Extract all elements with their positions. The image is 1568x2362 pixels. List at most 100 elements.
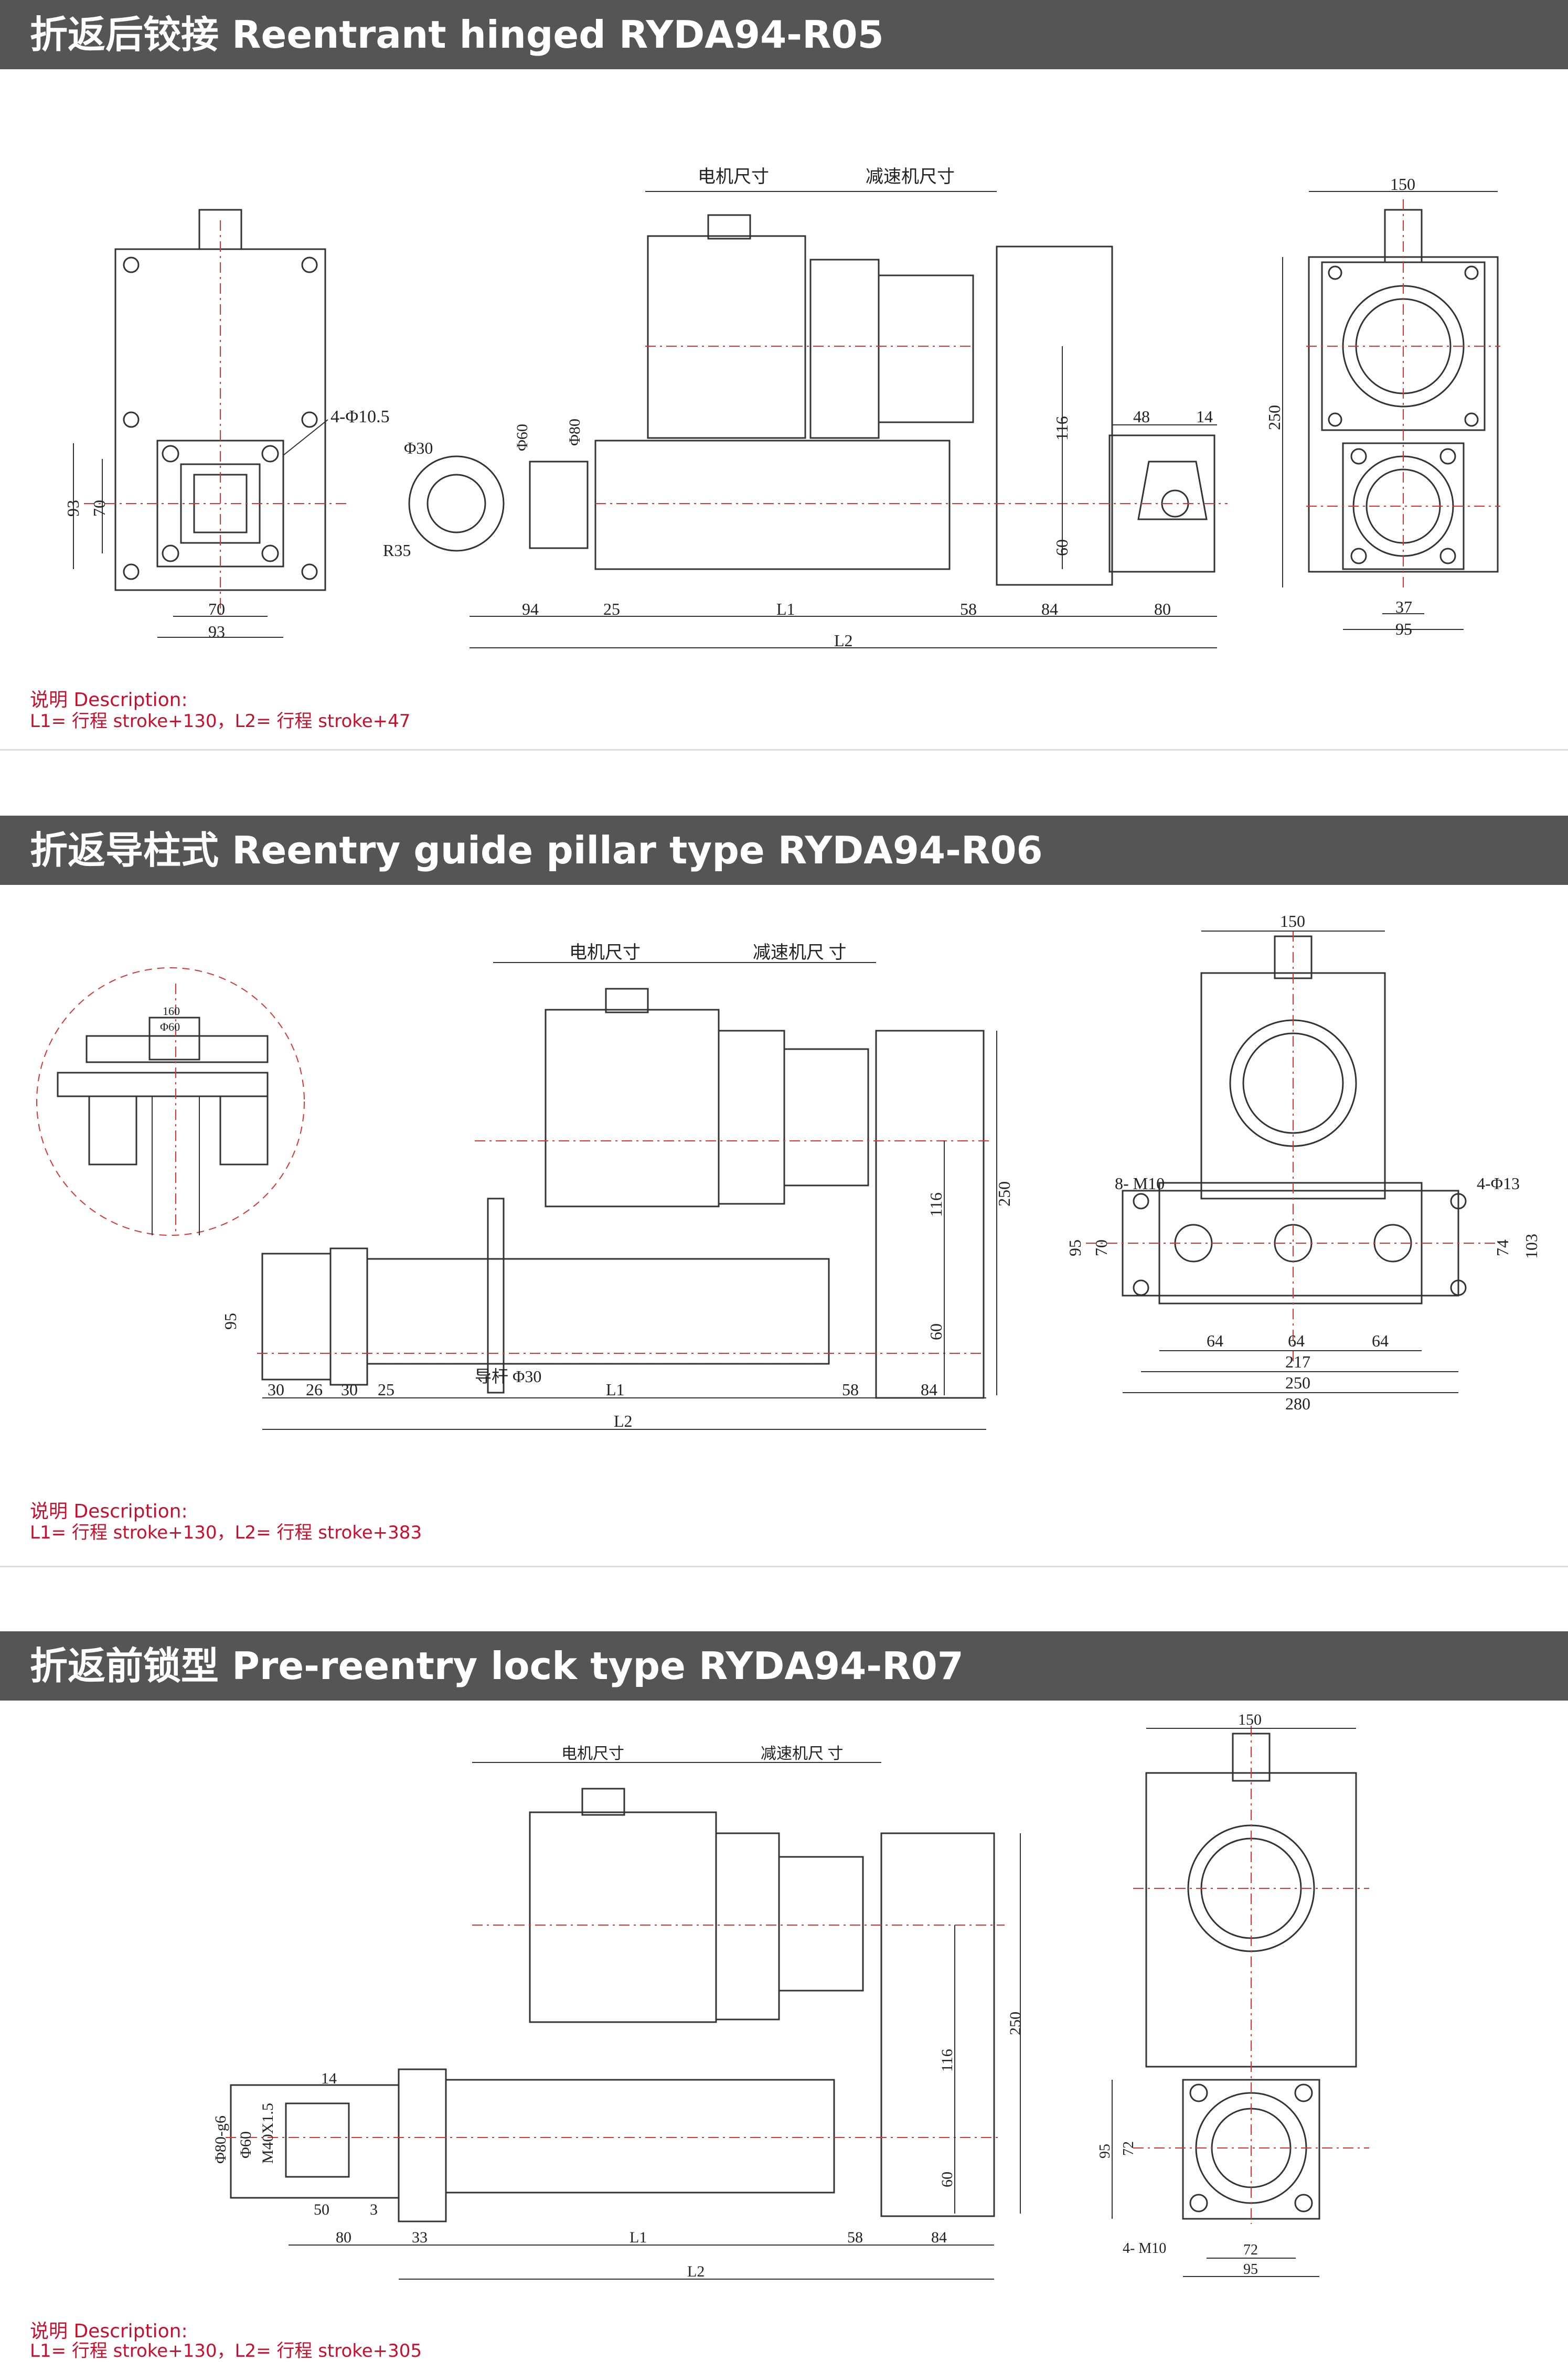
r05-dimensions: 电机尺寸 减速机尺寸 4-Φ10.5 Φ30 Φ60 Φ80 R35 93 70… [63, 167, 1415, 650]
dim-26: 26 [306, 1380, 323, 1399]
drawing-r06: 电机尺寸 减速机尺 寸 160 Φ60 95 30 26 30 25 L1 58… [36, 912, 1541, 1430]
r06-dimensions: 电机尺寸 减速机尺 寸 160 Φ60 95 30 26 30 25 L1 58… [160, 912, 1541, 1430]
dim-150: 150 [1390, 175, 1415, 194]
r05-front-view [1282, 191, 1500, 630]
dim-d60: Φ60 [514, 424, 531, 451]
dim-25: 25 [603, 600, 620, 618]
dim-l2: L2 [687, 2263, 705, 2280]
section-divider [0, 1566, 1568, 1567]
dim-reducer-size: 减速机尺 寸 [753, 943, 847, 963]
dim-d30: Φ30 [404, 439, 433, 457]
dim-95: 95 [1395, 619, 1412, 638]
dim-37: 37 [1395, 597, 1412, 616]
dim-217: 217 [1285, 1352, 1310, 1371]
dim-250: 250 [1265, 405, 1284, 430]
dim-116: 116 [1052, 416, 1071, 441]
r05-end-view [73, 209, 346, 638]
dim-hole13: 4-Φ13 [1477, 1174, 1520, 1193]
dim-72: 72 [1243, 2242, 1258, 2258]
dim-150: 150 [1238, 1711, 1262, 1728]
dim-60v: 60 [926, 1323, 945, 1340]
dim-motor-size: 电机尺寸 [569, 943, 641, 963]
dim-guide-rod: 导杆 Φ30 [475, 1367, 541, 1386]
dim-v95: 95 [1097, 2144, 1113, 2158]
dim-14: 14 [1196, 407, 1213, 426]
dim-250: 250 [1007, 2012, 1024, 2035]
dim-64b: 64 [1288, 1331, 1305, 1350]
dim-m10: 8- M10 [1115, 1174, 1165, 1193]
dim-d80-g6: Φ80-g6 [212, 2115, 229, 2164]
dim-v103: 103 [1522, 1234, 1541, 1259]
dim-motor-size: 电机尺寸 [561, 1745, 624, 1762]
dim-v70: 70 [90, 500, 109, 517]
section-pre-reentry-lock: 折返前锁型 Pre-reentry lock type RYDA94-R07 [0, 1631, 1568, 2361]
dim-58: 58 [847, 2229, 863, 2246]
description-title: 说明 Description: [30, 1501, 188, 1522]
drawing-r07: 电机尺寸 减速机尺 寸 14 Φ80-g6 M40X1.5 Φ60 50 3 8… [212, 1711, 1369, 2280]
dim-m40: M40X1.5 [259, 2103, 276, 2164]
dim-reducer-size: 减速机尺 寸 [761, 1745, 844, 1762]
r07-side-view [226, 1762, 1021, 2280]
dim-25: 25 [378, 1380, 394, 1399]
dim-30a: 30 [268, 1380, 284, 1399]
dim-64c: 64 [1372, 1331, 1389, 1350]
dim-58: 58 [842, 1380, 859, 1399]
dim-v95: 95 [221, 1313, 240, 1330]
dim-reducer-size: 减速机尺寸 [866, 167, 955, 187]
dim-58: 58 [960, 600, 977, 618]
section-guide-pillar: 折返导柱式 Reentry guide pillar type RYDA94-R… [0, 816, 1568, 1567]
r07-dimensions: 电机尺寸 减速机尺 寸 14 Φ80-g6 M40X1.5 Φ60 50 3 8… [212, 1711, 1262, 2280]
dim-50: 50 [314, 2201, 329, 2218]
dim-60v: 60 [938, 2172, 956, 2187]
section-divider [0, 749, 1568, 751]
description-text: L1= 行程 stroke+130，L2= 行程 stroke+305 [30, 2340, 422, 2361]
dim-80: 80 [336, 2229, 351, 2246]
drawing-r05: 电机尺寸 减速机尺寸 4-Φ10.5 Φ30 Φ60 Φ80 R35 93 70… [63, 167, 1500, 650]
dim-250: 250 [995, 1181, 1014, 1206]
dim-v70: 70 [1092, 1239, 1111, 1256]
dim-v95: 95 [1065, 1239, 1084, 1256]
dim-r35: R35 [383, 541, 411, 560]
dim-64a: 64 [1207, 1331, 1223, 1350]
dim-d60: Φ60 [160, 1020, 180, 1033]
dim-motor-size: 电机尺寸 [698, 167, 769, 187]
dim-3: 3 [370, 2201, 378, 2218]
dim-l1: L1 [606, 1380, 625, 1399]
dim-v72: 72 [1121, 2141, 1137, 2156]
dim-v74: 74 [1493, 1239, 1512, 1256]
dim-150: 150 [1280, 912, 1305, 931]
dim-30b: 30 [341, 1380, 358, 1399]
section-title: 折返前锁型 Pre-reentry lock type RYDA94-R07 [30, 1644, 964, 1688]
section-header-band: 折返前锁型 Pre-reentry lock type RYDA94-R07 [0, 1631, 1568, 1701]
dim-84: 84 [931, 2229, 947, 2246]
dim-d60: Φ60 [237, 2131, 254, 2158]
dim-116: 116 [938, 2049, 956, 2072]
dim-m10: 4- M10 [1123, 2240, 1166, 2257]
dim-l1: L1 [630, 2229, 647, 2246]
description-title: 说明 Description: [30, 2321, 188, 2342]
dim-14: 14 [321, 2070, 337, 2087]
section-title: 折返后铰接 Reentrant hinged RYDA94-R05 [30, 13, 884, 57]
dim-60v: 60 [1052, 539, 1071, 556]
section-header-band: 折返导柱式 Reentry guide pillar type RYDA94-R… [0, 816, 1568, 885]
r06-front-view [1086, 931, 1500, 1393]
r06-detail-view [36, 967, 305, 1236]
dim-84: 84 [921, 1380, 937, 1399]
dim-l1: L1 [776, 600, 795, 618]
dim-250b: 250 [1285, 1373, 1310, 1392]
dim-h93: 93 [208, 622, 225, 641]
description-title: 说明 Description: [30, 689, 188, 711]
dim-48: 48 [1133, 407, 1150, 426]
section-reentrant-hinged: 折返后铰接 Reentrant hinged RYDA94-R05 [0, 0, 1568, 751]
section-header-band: 折返后铰接 Reentrant hinged RYDA94-R05 [0, 0, 1568, 69]
r06-side-view [257, 962, 997, 1430]
dim-l2: L2 [614, 1412, 633, 1430]
dim-hole: 4-Φ10.5 [330, 407, 390, 426]
dim-160: 160 [163, 1004, 180, 1018]
dim-h70: 70 [208, 600, 225, 618]
r07-front-view [1112, 1726, 1369, 2277]
dim-v93: 93 [63, 500, 82, 517]
dim-l2: L2 [834, 631, 853, 650]
dim-94: 94 [522, 600, 539, 618]
dim-280: 280 [1285, 1394, 1310, 1413]
